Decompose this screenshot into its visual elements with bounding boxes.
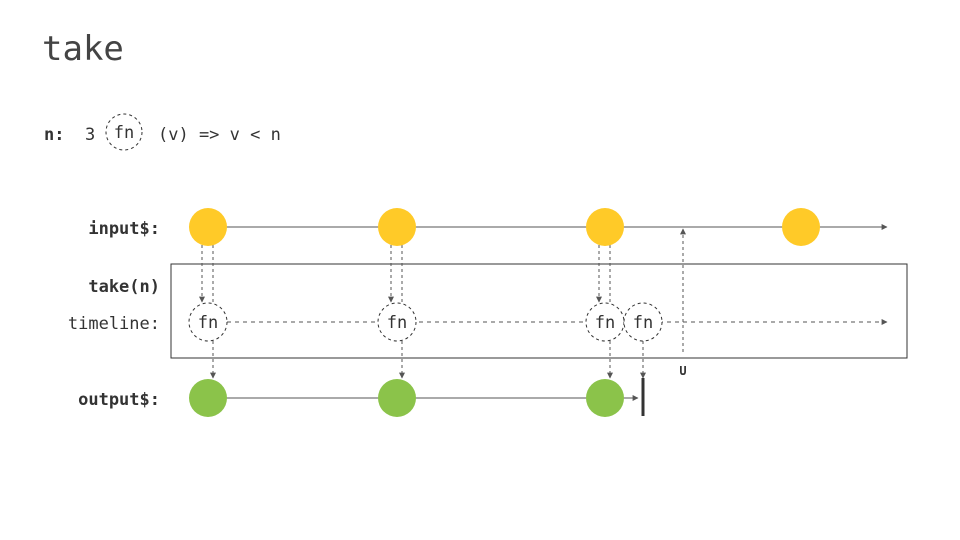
input-marble-4 [782,208,820,246]
output-marble-1 [189,379,227,417]
input-marble-2 [378,208,416,246]
timeline-row-label: timeline: [68,314,160,334]
page-title: take [42,29,124,69]
param-n-value: 3 [85,125,95,145]
output-row-label: output$: [78,390,160,410]
fn-node-1: fn [188,302,228,342]
operator-label: take(n) [88,277,160,297]
fn-node-2-label: fn [387,313,407,333]
param-fn-circle [105,113,143,151]
fn-node-3: fn [585,302,625,342]
output-marble-2 [378,379,416,417]
param-n-label: n: [44,125,64,145]
output-marble-3 [586,379,624,417]
fn-node-3-label: fn [595,313,615,333]
unsubscribe-label: U [679,364,686,378]
input-marble-1 [189,208,227,246]
operator-box [170,263,908,359]
fn-node-4-label: fn [633,313,653,333]
input-row-label: input$: [88,219,160,239]
input-marble-3 [586,208,624,246]
param-fn-expression: (v) => v < n [158,125,281,145]
fn-node-2: fn [377,302,417,342]
fn-node-1-label: fn [198,313,218,333]
param-fn-label: fn [114,123,134,143]
fn-node-4: fn [623,302,663,342]
